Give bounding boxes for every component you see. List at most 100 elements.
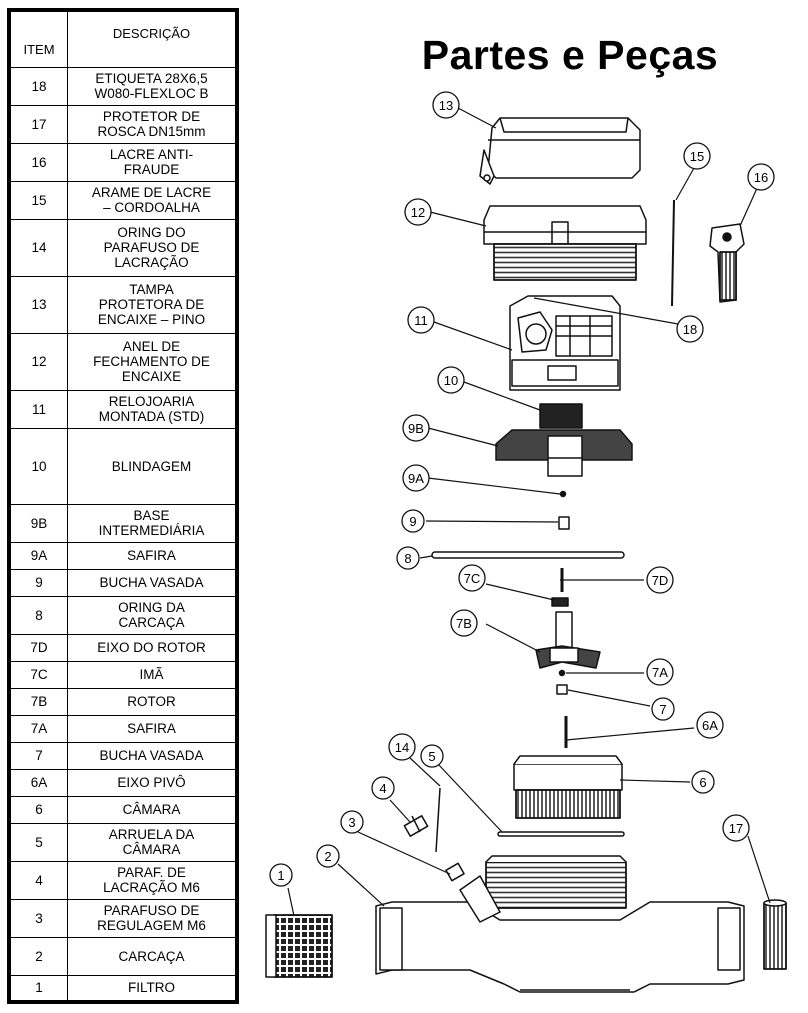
- item-cell: 11: [8, 389, 68, 429]
- description-cell: CARCAÇA: [67, 936, 238, 976]
- callout-1: 1: [269, 863, 293, 887]
- item-cell: 9A: [8, 541, 68, 570]
- description-line: ARAME DE LACRE: [91, 185, 212, 200]
- description-cell: BUCHA VASADA: [67, 741, 238, 770]
- description-line: PARAFUSO DE: [103, 240, 200, 255]
- description-line: ORING DO: [117, 225, 186, 240]
- callout-7d: 7D: [646, 566, 674, 594]
- description-line: FECHAMENTO DE: [93, 354, 210, 369]
- rotor-part: [535, 611, 601, 669]
- meter-housing-part: [375, 855, 745, 993]
- callout-label: 6: [699, 775, 706, 790]
- description-cell: CÂMARA: [67, 795, 238, 824]
- page-title: Partes e Peças: [421, 32, 719, 78]
- callout-10: 10: [437, 366, 465, 394]
- callout-label: 18: [683, 322, 697, 337]
- callout-label: 13: [439, 98, 453, 113]
- description-line: RELOJOARIA: [108, 394, 195, 409]
- sealing-screw-part: [403, 815, 429, 837]
- callout-9: 9: [401, 509, 425, 533]
- description-line: IMÃ: [139, 667, 164, 682]
- chamber-washer-part: [497, 831, 625, 837]
- item-cell: 13: [8, 275, 68, 334]
- chamber-part: [513, 755, 623, 819]
- callout-label: 9A: [408, 471, 424, 486]
- description-line: – CORDOALHA: [103, 200, 200, 215]
- item-cell: 16: [8, 142, 68, 182]
- callout-label: 10: [444, 373, 458, 388]
- description-cell: BLINDAGEM: [67, 427, 238, 505]
- callout-label: 14: [395, 740, 409, 755]
- description-line: MONTADA (STD): [98, 409, 205, 424]
- description-line: PARAF. DE: [117, 865, 186, 880]
- description-line: ARRUELA DA: [108, 827, 195, 842]
- description-line: ETIQUETA 28X6,5: [95, 71, 208, 86]
- magnet-part: [551, 597, 569, 607]
- callout-6: 6: [691, 770, 715, 794]
- description-line: CARCAÇA: [118, 615, 185, 630]
- bushing-9-part: [558, 516, 570, 530]
- callout-3: 3: [340, 810, 364, 834]
- callout-label: 2: [324, 849, 331, 864]
- description-line: EIXO PIVÔ: [117, 775, 186, 790]
- item-cell: 4: [8, 860, 68, 900]
- callout-7b: 7B: [450, 609, 478, 637]
- callout-6a: 6A: [696, 711, 724, 739]
- description-line: TAMPA: [129, 282, 174, 297]
- description-cell: EIXO DO ROTOR: [67, 633, 238, 662]
- callout-label: 7C: [464, 571, 481, 586]
- description-line: BLINDAGEM: [111, 458, 192, 474]
- item-cell: 14: [8, 218, 68, 277]
- shielding-part: [539, 403, 583, 429]
- item-cell: 1: [8, 974, 68, 1003]
- table-row: 1 FILTRO: [8, 974, 238, 1003]
- description-line: LACRAÇÃO: [114, 255, 189, 270]
- callout-label: 5: [428, 749, 435, 764]
- description-line: EIXO DO ROTOR: [97, 640, 206, 655]
- callout-18: 18: [676, 315, 704, 343]
- description-line: SAFIRA: [127, 721, 176, 736]
- callout-2: 2: [316, 844, 340, 868]
- description-line: ANEL DE: [122, 339, 181, 354]
- callout-4: 4: [371, 776, 395, 800]
- callout-16: 16: [747, 163, 775, 191]
- item-cell: 18: [8, 66, 68, 106]
- callout-17: 17: [722, 814, 750, 842]
- item-cell: 3: [8, 898, 68, 938]
- description-cell: IMÃ: [67, 660, 238, 689]
- callout-label: 7A: [652, 665, 668, 680]
- description-line: PARAFUSO DE: [103, 903, 200, 918]
- callout-label: 9: [409, 514, 416, 529]
- description-line: FILTRO: [128, 980, 175, 996]
- description-cell: EIXO PIVÔ: [67, 768, 238, 797]
- item-cell: 12: [8, 332, 68, 391]
- callout-label: 3: [348, 815, 355, 830]
- item-cell: 7: [8, 741, 68, 770]
- callout-label: 15: [690, 149, 704, 164]
- description-line: CÂMARA: [122, 802, 181, 817]
- description-line: PROTETOR DE: [102, 109, 201, 124]
- callout-label: 12: [411, 205, 425, 220]
- register-assembly-part: [509, 295, 621, 391]
- description-line: ENCAIXE: [121, 369, 182, 384]
- item-cell: 6: [8, 795, 68, 824]
- anti-fraud-seal-part: [709, 223, 745, 303]
